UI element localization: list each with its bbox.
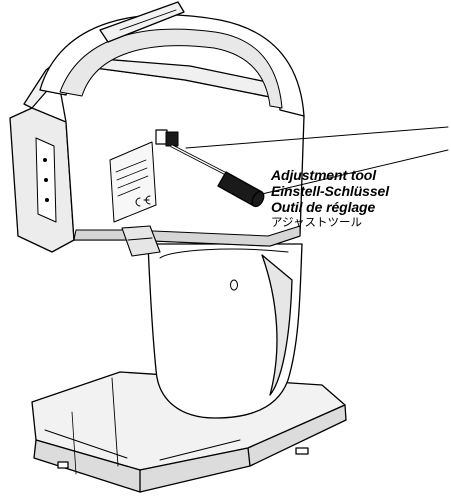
- transmitter-body: [9, 55, 305, 257]
- adjustment-slot-icon: [155, 129, 179, 147]
- screwdriver-icon: [170, 144, 265, 208]
- leader-lines: [185, 126, 449, 195]
- label-french: Outil de réglage: [271, 199, 376, 215]
- label-english: Adjustment tool: [271, 167, 377, 183]
- label-german: Einstell-Schlüssel: [271, 183, 390, 199]
- handle: [39, 1, 305, 117]
- ce-mark: [135, 195, 151, 207]
- grip: [147, 243, 303, 419]
- label-japanese: アジャストツール: [271, 215, 362, 229]
- adjustment-tool-callout: Adjustment tool Einstell-Schlüssel Outil…: [271, 167, 449, 230]
